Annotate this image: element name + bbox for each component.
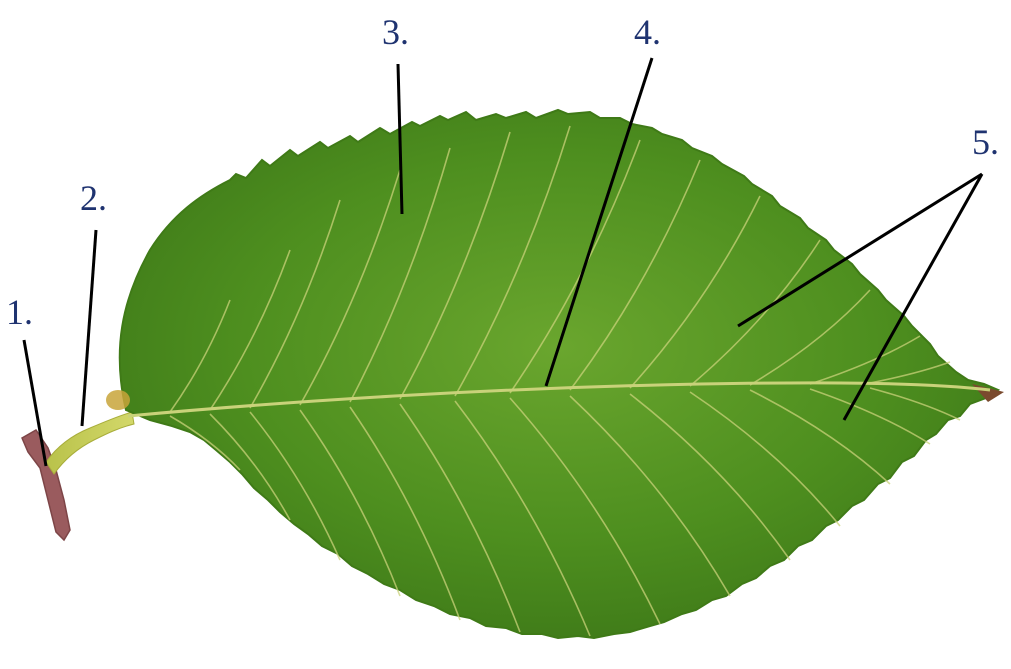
- label-5: 5.: [972, 124, 999, 160]
- label-2: 2.: [80, 180, 107, 216]
- label-3: 3.: [382, 14, 409, 50]
- leaf-blade: [120, 110, 998, 638]
- leader-line-2: [82, 230, 96, 426]
- leaf-base-spot: [106, 390, 130, 410]
- label-4: 4.: [634, 14, 661, 50]
- petiole: [46, 412, 134, 474]
- label-1: 1.: [6, 294, 33, 330]
